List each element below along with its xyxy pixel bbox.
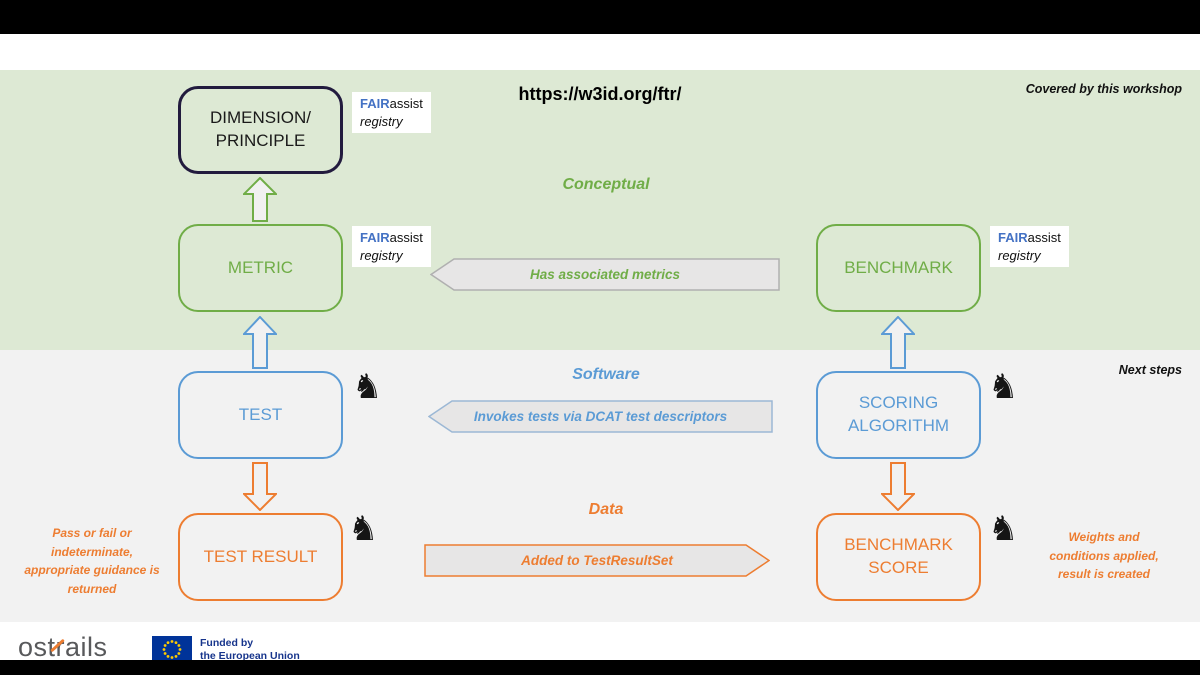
fairassist-assist: assist (1027, 230, 1061, 245)
arrow-down-scoring-to-benchmarkscore (879, 462, 917, 516)
knight-icon-benchmark-score: ♞ (988, 510, 1019, 548)
knight-icon-test: ♞ (352, 368, 383, 406)
eu-flag-icon (152, 636, 192, 663)
node-metric-label: METRIC (227, 257, 294, 277)
note-line: Pass or fail or (52, 526, 132, 540)
ostrails-logo: ostrails (18, 632, 108, 663)
workshop-note: Covered by this workshop (1025, 82, 1182, 96)
banner-added-to-testresultset: Added to TestResultSet (424, 544, 770, 577)
layer-label-data: Data (588, 501, 624, 518)
bottom-black-bar (0, 660, 1200, 675)
note-line: appropriate guidance is (24, 563, 160, 578)
banner-has-associated-metrics: Has associated metrics (430, 258, 780, 291)
note-test-result: Pass or fail or indeterminate, appropria… (8, 524, 176, 598)
note-line: result is created (1057, 567, 1151, 582)
banner-has-associated-metrics-label: Has associated metrics (529, 267, 681, 282)
node-benchmark: BENCHMARK (816, 224, 981, 312)
knight-icon-scoring: ♞ (988, 368, 1019, 406)
fairassist-fair: FAIR (360, 96, 390, 111)
node-test-label: TEST (238, 404, 283, 424)
node-scoring-line2: ALGORITHM (847, 416, 950, 435)
fairassist-registry-label-dimension: FAIRassist registry (352, 92, 431, 134)
fairassist-assist: assist (389, 230, 423, 245)
note-line: Weights and (1068, 530, 1140, 544)
fairassist-registry-label-metric: FAIRassist registry (352, 226, 431, 268)
note-line: indeterminate, (50, 544, 134, 559)
note-benchmark-score: Weights and conditions applied, result i… (1020, 528, 1188, 584)
node-metric: METRIC (178, 224, 343, 312)
banner-invokes-tests-label: Invokes tests via DCAT test descriptors (473, 409, 728, 424)
arrow-down-test-to-testresult (241, 462, 279, 516)
eu-funding-line1: Funded by (200, 637, 254, 649)
eu-funding-text: Funded by the European Union (200, 637, 300, 663)
ostrails-logo-os: os (18, 632, 48, 662)
node-benchmark-label: BENCHMARK (844, 257, 953, 277)
node-benchmark-score-line2: SCORE (868, 558, 929, 577)
node-test: TEST (178, 371, 343, 459)
fairassist-registry-label-benchmark: FAIRassist registry (990, 226, 1069, 268)
layer-label-conceptual: Conceptual (562, 176, 650, 193)
layer-label-software: Software (572, 366, 640, 383)
eu-funding-line2: the European Union (200, 650, 300, 663)
arrow-up-metric-to-dimension (241, 176, 279, 227)
top-black-bar (0, 0, 1200, 34)
fairassist-registry: registry (998, 247, 1041, 263)
node-scoring-line1: SCORING (858, 393, 939, 413)
node-scoring-algorithm: SCORING ALGORITHM (816, 371, 981, 459)
node-benchmark-score: BENCHMARK SCORE (816, 513, 981, 601)
fairassist-registry: registry (360, 247, 403, 263)
fairassist-fair: FAIR (360, 230, 390, 245)
fairassist-fair: FAIR (998, 230, 1028, 245)
node-test-result: TEST RESULT (178, 513, 343, 601)
node-test-result-label: TEST RESULT (203, 546, 318, 566)
next-steps-note: Next steps (1118, 363, 1182, 377)
note-line: returned (67, 581, 117, 596)
node-dimension-principle: DIMENSION/ PRINCIPLE (178, 86, 343, 174)
conceptual-band (0, 70, 1200, 350)
node-benchmark-score-line1: BENCHMARK (844, 535, 953, 555)
node-dimension-line1: DIMENSION/ (209, 108, 312, 128)
banner-invokes-tests: Invokes tests via DCAT test descriptors (428, 400, 773, 433)
arrow-up-scoring-to-benchmark (879, 315, 917, 374)
knight-icon-test-result: ♞ (348, 510, 379, 548)
note-line: conditions applied, (1049, 548, 1159, 563)
fairassist-assist: assist (389, 96, 423, 111)
page-title-url: https://w3id.org/ftr/ (518, 84, 682, 104)
arrow-up-test-to-metric (241, 315, 279, 374)
banner-added-to-testresultset-label: Added to TestResultSet (521, 553, 673, 568)
node-dimension-line2: PRINCIPLE (215, 131, 306, 150)
fairassist-registry: registry (360, 113, 403, 129)
